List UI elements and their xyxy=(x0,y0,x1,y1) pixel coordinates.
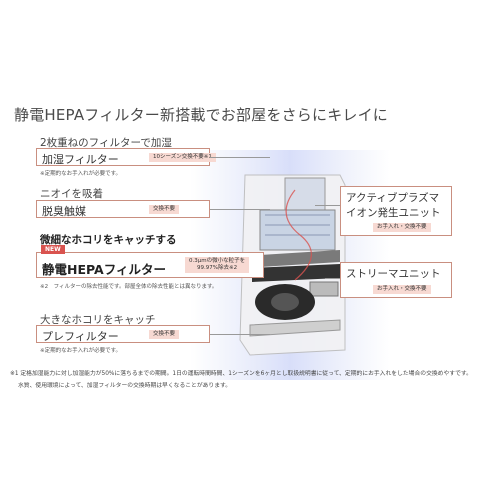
humidify-filter-box: 加湿フィルター 10シーズン交換不要※1 xyxy=(36,148,216,166)
hepa-tag: 0.3μmの微小な粒子を 99.97%除去※2 xyxy=(185,257,250,274)
hepa-box: NEW 静電HEPAフィルター 0.3μmの微小な粒子を 99.97%除去※2 xyxy=(36,245,264,278)
hepa-note: ※2 フィルターの除去性能です。部屋全体の除去性能とは異なります。 xyxy=(40,284,218,290)
hepa-new-badge: NEW xyxy=(41,245,65,254)
prefilter-note: ※定期的なお手入れが必要です。 xyxy=(40,348,122,354)
prefilter-leader xyxy=(210,334,270,335)
prefilter-caption: 大きなホコリをキャッチ xyxy=(40,314,156,326)
streamer-tag: お手入れ・交換不要 xyxy=(373,285,431,295)
humidify-leader xyxy=(210,157,270,158)
deodor-caption: ニオイを吸着 xyxy=(40,188,103,200)
plasma-label-line1: アクティブプラズマ xyxy=(346,192,440,204)
deodor-box: 脱臭触媒 交換不要 xyxy=(36,200,210,218)
hepa-label: 静電HEPAフィルター xyxy=(42,262,166,277)
prefilter-label: プレフィルター xyxy=(42,330,119,343)
hepa-caption: 微細なホコリをキャッチする xyxy=(40,234,177,246)
hepa-tag-line1: 0.3μmの微小な粒子を xyxy=(189,258,246,264)
footnote-line1: ※1 定格加湿能力に対し加湿能力が50%に落ちるまでの期間。1日の運転時間時間、… xyxy=(10,371,472,377)
humidify-caption: 2枚重ねのフィルターで加湿 xyxy=(40,137,172,149)
prefilter-box: プレフィルター 交換不要 xyxy=(36,325,210,343)
humidify-filter-label: 加湿フィルター xyxy=(42,153,119,166)
plasma-tag: お手入れ・交換不要 xyxy=(373,223,431,233)
footnote-line2: 水質、使用環境によって、加湿フィルターの交換時期は早くなることがあります。 xyxy=(18,383,232,389)
streamer-leader xyxy=(325,278,340,279)
hepa-tag-line2: 99.97%除去※2 xyxy=(197,265,238,272)
streamer-label: ストリーマユニット xyxy=(346,268,441,280)
plasma-leader xyxy=(315,205,340,206)
deodor-label: 脱臭触媒 xyxy=(42,205,86,218)
deodor-tag: 交換不要 xyxy=(149,205,180,215)
plasma-label-line2: イオン発生ユニット xyxy=(346,207,441,219)
plasma-box: アクティブプラズマ イオン発生ユニット お手入れ・交換不要 xyxy=(340,186,452,236)
prefilter-tag: 交換不要 xyxy=(149,330,180,340)
streamer-box: ストリーマユニット お手入れ・交換不要 xyxy=(340,262,452,298)
page-headline: 静電HEPAフィルター新搭載でお部屋をさらにキレイに xyxy=(14,106,389,124)
humidify-filter-tag: 10シーズン交換不要※1 xyxy=(149,153,216,163)
humidify-note: ※定期的なお手入れが必要です。 xyxy=(40,171,122,177)
deodor-leader xyxy=(210,209,270,210)
